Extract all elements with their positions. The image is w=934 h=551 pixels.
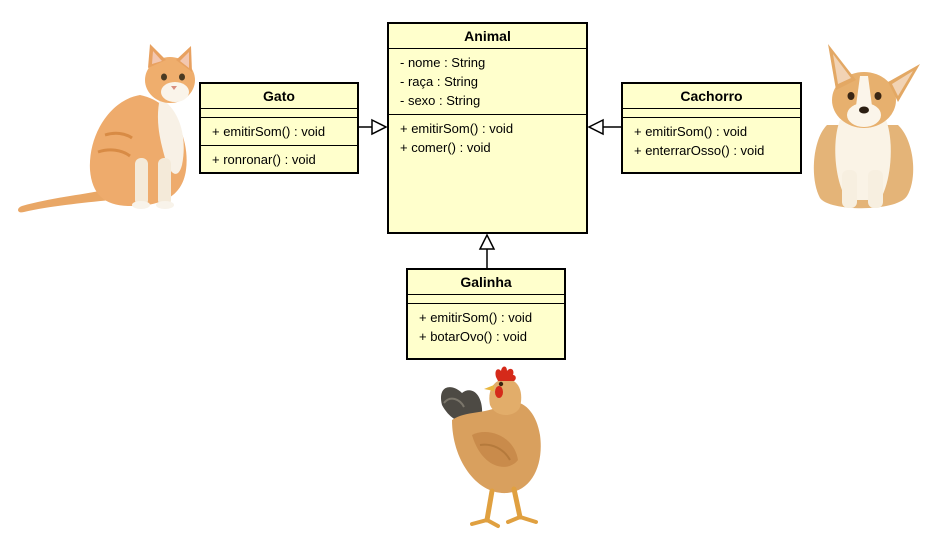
method: + emitirSom() : void (419, 310, 533, 325)
attribute: - nome : String (400, 55, 486, 70)
cat-photo (18, 44, 195, 213)
methods-section: + ronronar() : void (201, 146, 357, 173)
attributes-section (201, 109, 357, 118)
method: + emitirSom() : void (400, 121, 514, 136)
methods-section: + emitirSom() : void (201, 118, 357, 146)
method: + emitirSom() : void (212, 124, 326, 139)
method: + botarOvo() : void (419, 329, 528, 344)
methods-section: + emitirSom() : void + botarOvo() : void (408, 304, 564, 350)
class-name: Cachorro (623, 84, 800, 109)
class-galinha: Galinha + emitirSom() : void + botarOvo(… (406, 268, 566, 360)
generalization-cachorro-animal (587, 118, 621, 136)
attributes-section: - nome : String - raça : String - sexo :… (389, 49, 586, 115)
attribute: - raça : String (400, 74, 479, 89)
method: + ronronar() : void (212, 152, 316, 167)
class-name: Gato (201, 84, 357, 109)
method: + enterrarOsso() : void (634, 143, 765, 158)
dog-photo (813, 44, 920, 209)
attributes-section (623, 109, 800, 118)
chicken-photo (441, 366, 541, 528)
class-name: Animal (389, 24, 586, 49)
method: + emitirSom() : void (634, 124, 748, 139)
generalization-galinha-animal (478, 233, 496, 268)
methods-section: + emitirSom() : void + comer() : void (389, 115, 586, 161)
attributes-section (408, 295, 564, 304)
generalization-gato-animal (359, 118, 388, 136)
class-name: Galinha (408, 270, 564, 295)
class-cachorro: Cachorro + emitirSom() : void + enterrar… (621, 82, 802, 174)
attribute: - sexo : String (400, 93, 481, 108)
method: + comer() : void (400, 140, 491, 155)
class-gato: Gato + emitirSom() : void + ronronar() :… (199, 82, 359, 174)
methods-section: + emitirSom() : void + enterrarOsso() : … (623, 118, 800, 164)
class-animal: Animal - nome : String - raça : String -… (387, 22, 588, 234)
